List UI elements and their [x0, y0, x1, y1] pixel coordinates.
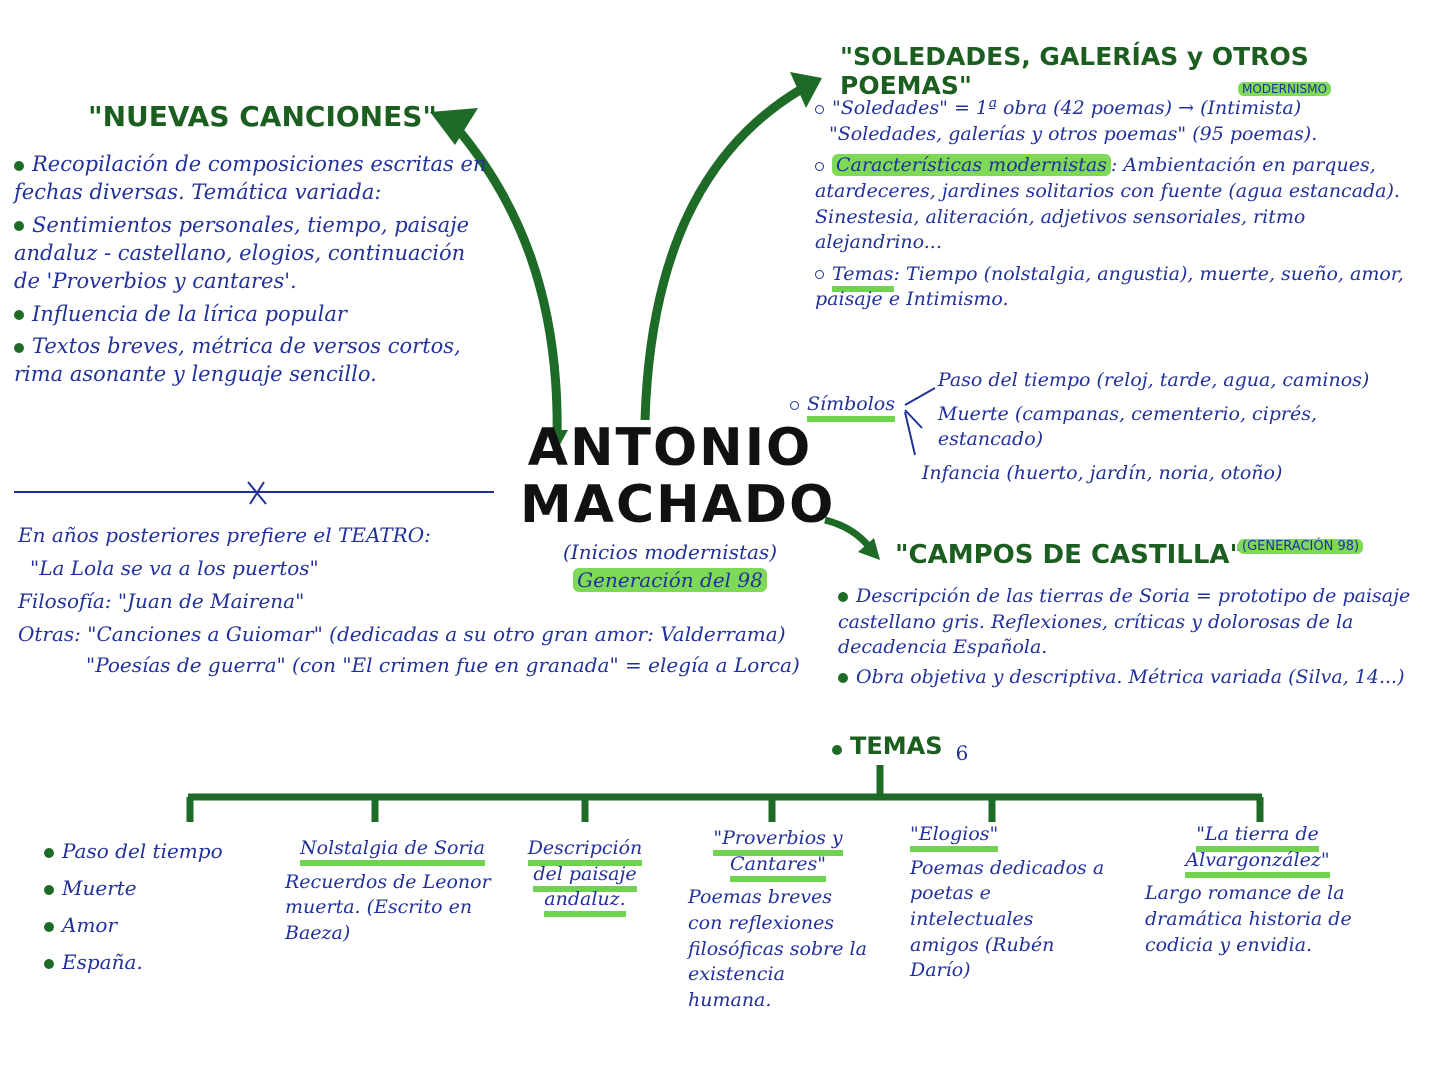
center-name-line1: ANTONIO	[527, 418, 813, 478]
campos-tag: (GENERACIÓN 98)	[1238, 535, 1364, 554]
soledades-block: "Soledades" = 1ª obra (42 poemas) → (Int…	[815, 96, 1420, 313]
temas-col-2: Nolstalgia de Soria Recuerdos de Leonor …	[285, 836, 500, 947]
arrowhead-center-down	[545, 430, 568, 452]
campos-temas-count: 6	[955, 741, 969, 765]
temas-col4-text: Poemas breves con reflexiones filosófica…	[688, 886, 867, 1011]
arrow-to-nuevas-canciones	[446, 117, 562, 441]
campos-bullet-1: Descripción de las tierras de Soria = pr…	[838, 585, 1411, 659]
soledades-caracteristicas: Características modernistas: Ambientació…	[815, 154, 1400, 254]
temas-col3-title: Descripción del paisaje andaluz.	[527, 837, 643, 918]
simbolo-item-1: Paso del tiempo (reloj, tarde, agua, cam…	[937, 369, 1370, 391]
arrowhead-soledades	[790, 72, 822, 108]
temas-col-3: Descripción del paisaje andaluz.	[520, 836, 650, 918]
teatro-line4: Otras: "Canciones a Guiomar" (dedicadas …	[18, 622, 786, 646]
arrowhead-nuevas-canciones	[430, 108, 478, 145]
arrowhead-campos	[858, 538, 880, 560]
temas-col1-item-3: Amor	[44, 912, 244, 939]
simbolos-label: Símbolos	[807, 393, 895, 422]
temas-col-6: "La tierra de Alvargonzález" Largo roman…	[1145, 822, 1370, 958]
simbolo-item-2: Muerte (campanas, cementerio, ciprés, es…	[937, 402, 1318, 451]
center-generation: Generación del 98	[573, 568, 767, 593]
center-node: ANTONIO MACHADO (Inicios modernistas) Ge…	[520, 418, 836, 593]
center-name-line2: MACHADO	[520, 475, 836, 536]
soledades-tag: MODERNISMO	[1238, 78, 1331, 97]
soledades-simbolos: Símbolos Paso del tiempo (reloj, tarde, …	[790, 368, 1420, 487]
separator-mark	[247, 481, 267, 505]
temas-col2-title: Nolstalgia de Soria	[300, 837, 485, 866]
campos-temas-label: TEMAS 6	[832, 732, 968, 765]
teatro-block: En años posteriores prefiere el TEATRO: …	[18, 522, 818, 679]
campos-title: "CAMPOS DE CASTILLA"	[895, 540, 1244, 570]
nuevas-canciones-title: "NUEVAS CANCIONES"	[88, 100, 437, 133]
nuevas-canciones-list: Recopilación de composiciones escritas e…	[14, 150, 494, 389]
arrow-to-soledades	[640, 86, 803, 421]
temas-col1-item-4: España.	[44, 949, 244, 976]
soledades-line1: "Soledades" = 1ª obra (42 poemas) → (Int…	[815, 96, 1420, 122]
temas-col5-title: "Elogios"	[910, 823, 999, 852]
teatro-line5: "Poesías de guerra" (con "El crimen fue …	[86, 653, 800, 677]
soledades-temas: Temas: Tiempo (nolstalgia, angustia), mu…	[815, 262, 1404, 311]
teatro-line1: En años posteriores prefiere el TEATRO:	[18, 523, 431, 547]
temas-col4-title: "Proverbios y Cantares"	[713, 827, 843, 882]
nuevas-bullet-1: Recopilación de composiciones escritas e…	[14, 152, 487, 205]
temas-col-1: Paso del tiempo Muerte Amor España.	[44, 838, 244, 976]
nuevas-bullet-4: Textos breves, métrica de versos cortos,…	[14, 334, 461, 387]
teatro-line3: Filosofía: "Juan de Mairena"	[18, 589, 305, 613]
campos-block: Descripción de las tierras de Soria = pr…	[838, 584, 1423, 691]
temas-col5-text: Poemas dedicados a poetas e intelectuale…	[910, 856, 1105, 982]
soledades-title: "SOLEDADES, GALERÍAS y OTROS POEMAS"	[840, 42, 1309, 100]
campos-bullet-2: Obra objetiva y descriptiva. Métrica var…	[838, 665, 1423, 691]
temas-col2-text: Recuerdos de Leonor muerta. (Escrito en …	[285, 870, 491, 944]
nuevas-bullet-3: Influencia de la lírica popular	[14, 300, 494, 328]
teatro-line2: "La Lola se va a los puertos"	[30, 556, 319, 580]
temas-col6-text: Largo romance de la dramática historia d…	[1145, 882, 1352, 956]
nuevas-bullet-2: Sentimientos personales, tiempo, paisaje…	[14, 212, 470, 294]
temas-col-5: "Elogios" Poemas dedicados a poetas e in…	[910, 822, 1105, 984]
simbolos-branch	[904, 387, 936, 456]
simbolo-item-3: Infancia (huerto, jardín, noria, otoño)	[921, 461, 1283, 484]
temas-col6-title: "La tierra de Alvargonzález"	[1185, 823, 1330, 878]
temas-col-4: "Proverbios y Cantares" Poemas breves co…	[688, 826, 868, 1013]
soledades-line2: "Soledades, galerías y otros poemas" (95…	[829, 122, 1318, 145]
temas-col1-item-1: Paso del tiempo	[44, 838, 244, 865]
temas-col1-item-2: Muerte	[44, 875, 244, 902]
center-subtitle: (Inicios modernistas)	[562, 540, 777, 565]
